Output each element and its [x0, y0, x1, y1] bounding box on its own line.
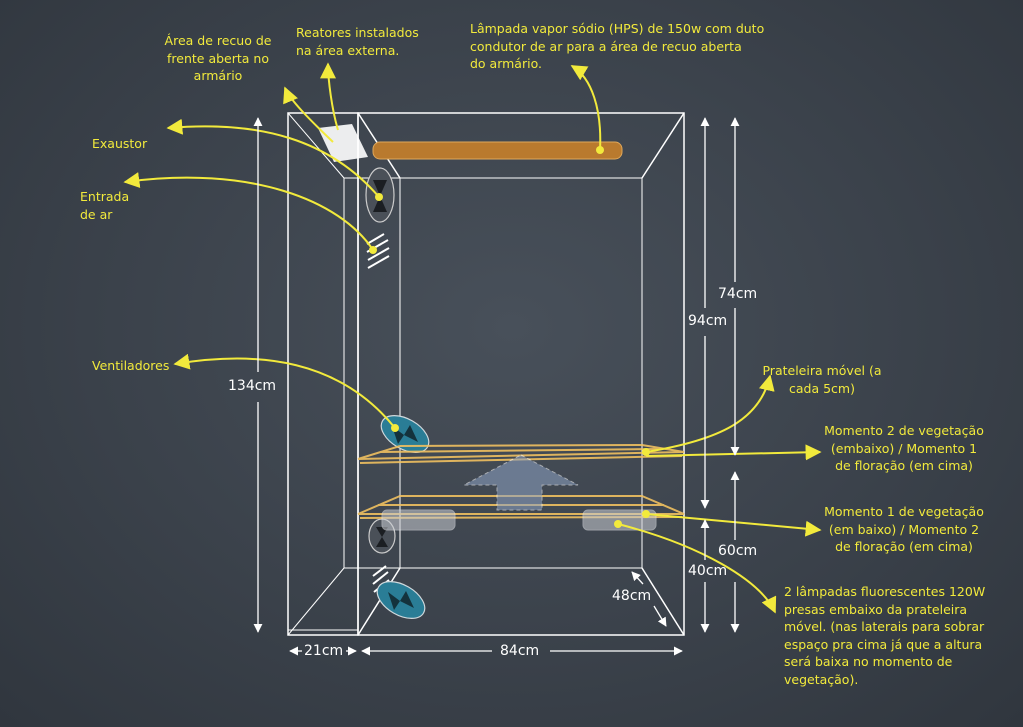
side-fan-bottom-blade-a: [388, 592, 400, 610]
label-moment1-veg: Momento 1 de vegetação (em baixo) / Mome…: [824, 504, 984, 554]
label-front-recess: Área de recuo de frente aberta no armári…: [164, 33, 272, 83]
edge-bottom-left: [357, 567, 401, 636]
label-fluorescent: 2 lâmpadas fluorescentes 120W presas emb…: [784, 584, 986, 687]
dim-width-main: 84cm: [500, 643, 540, 659]
label-ballasts: Reatores instalados na área externa.: [296, 25, 419, 58]
label-movable-shelf: Prateleira móvel (a cada 5cm): [762, 363, 882, 396]
hps-lamp: [372, 141, 623, 160]
exhaust-fan-blade-top: [373, 180, 387, 196]
exhaust-fan-blade-bottom: [373, 196, 387, 212]
ballast-plate: [318, 124, 368, 162]
edge-bottom-right: [641, 567, 685, 636]
dim-depth: 48cm: [612, 588, 652, 604]
label-hps-lamp: Lâmpada vapor sódio (HPS) de 150w com du…: [470, 21, 765, 71]
shelf-up-arrow: [463, 454, 579, 511]
dim-width-recess: 21cm: [304, 643, 344, 659]
recess-front-frame: [287, 112, 359, 636]
dim-height-upper: 94cm: [688, 313, 728, 329]
main-front-frame: [357, 112, 685, 636]
label-fans: Ventiladores: [92, 358, 170, 373]
recess-edge-bottom: [287, 567, 345, 636]
dimension-lines: [253, 117, 740, 656]
dim-height-top: 74cm: [718, 286, 758, 302]
fluorescent-tube-left: [381, 509, 456, 531]
dim-height-total: 134cm: [228, 378, 277, 394]
fluorescent-tube-right: [582, 509, 657, 531]
label-air-intake: Entrada de ar: [80, 189, 130, 222]
label-moment2-veg: Momento 2 de vegetação (embaixo) / Momen…: [824, 423, 984, 473]
lower-exhaust-blade-bottom: [376, 537, 388, 547]
dim-height-lower: 40cm: [688, 563, 728, 579]
cabinet-frame: [287, 112, 685, 636]
recess-edge-top: [287, 112, 345, 179]
side-fan-middle-blade-b: [404, 425, 418, 442]
side-fan-bottom-blade-b: [400, 591, 414, 608]
edge-top-right: [641, 112, 685, 179]
annotation-leaders: [123, 62, 822, 614]
dim-height-mid: 60cm: [718, 543, 758, 559]
label-exhaust: Exaustor: [92, 136, 148, 151]
